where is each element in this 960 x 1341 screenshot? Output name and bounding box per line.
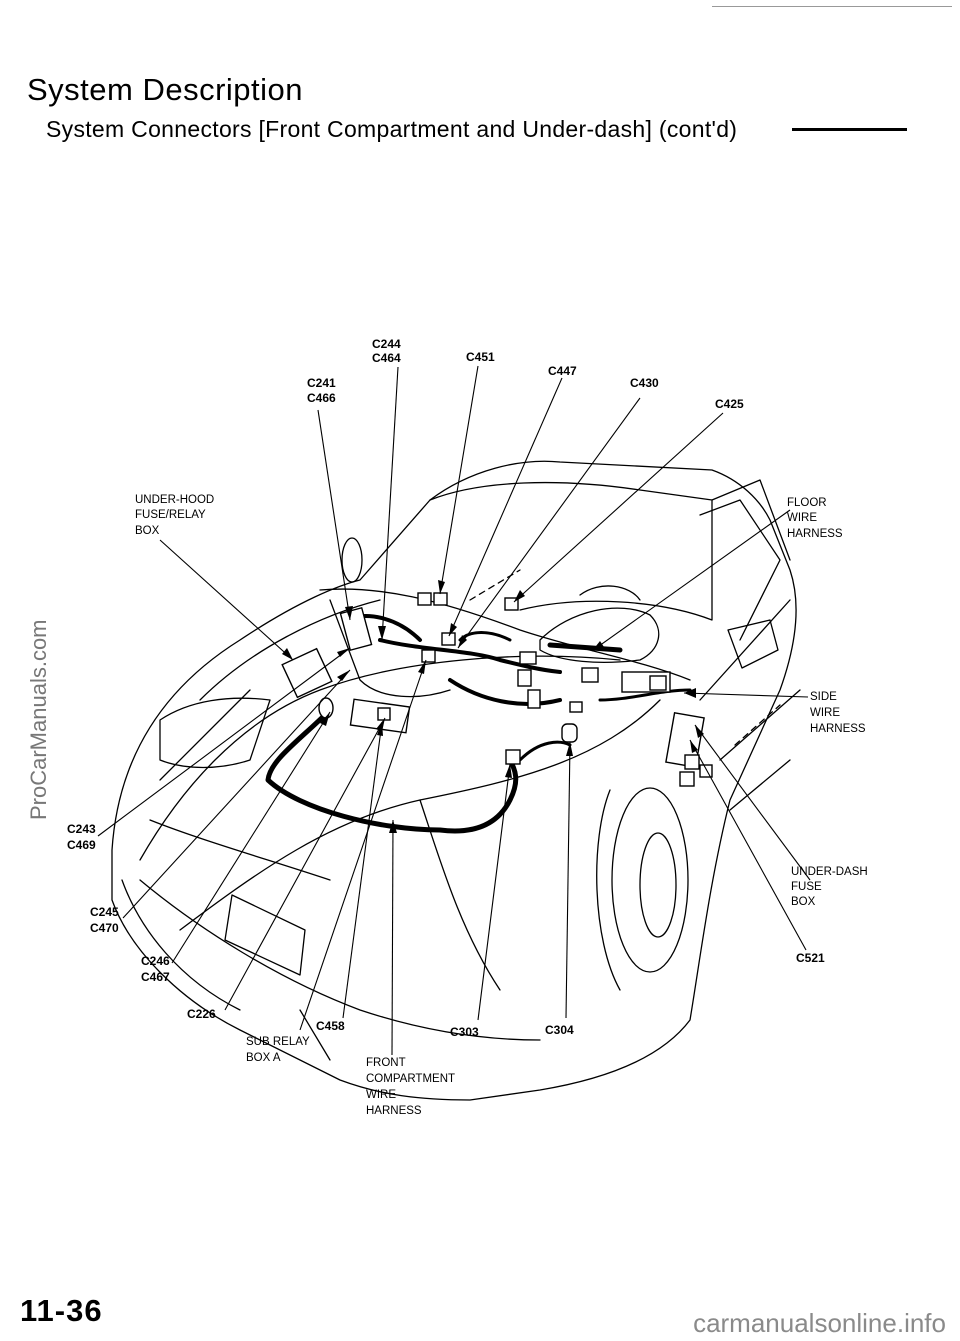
top-edge-rule xyxy=(712,6,952,7)
front-comp-label-line1: FRONT xyxy=(366,1057,406,1069)
connector-c466: C466 xyxy=(307,391,336,405)
connector-c458: C458 xyxy=(316,1019,345,1033)
side-label-line2: WIRE xyxy=(810,707,840,719)
side-label-line1: SIDE xyxy=(810,691,837,703)
front-comp-label-line4: HARNESS xyxy=(366,1105,422,1117)
under-dash-label-line1: UNDER-DASH xyxy=(791,866,868,878)
connector-c243: C243 xyxy=(67,822,96,836)
page-number: 11-36 xyxy=(20,1293,103,1328)
arrowheads xyxy=(282,580,704,833)
page-subtitle: System Connectors [Front Compartment and… xyxy=(46,116,738,142)
connector-c451: C451 xyxy=(466,350,495,364)
under-hood-label-line1: UNDER-HOOD xyxy=(135,494,214,506)
sub-relay-label-line1: SUB RELAY xyxy=(246,1036,310,1048)
connector-c447: C447 xyxy=(548,364,577,378)
connector-c521: C521 xyxy=(796,951,825,965)
watermark-side: ProCarManuals.com xyxy=(26,619,51,820)
sub-relay-label-line2: BOX A xyxy=(246,1052,281,1064)
connector-c245: C245 xyxy=(90,905,119,919)
connector-c470: C470 xyxy=(90,921,119,935)
car-illustration xyxy=(111,460,801,1101)
connector-c430: C430 xyxy=(630,376,659,390)
under-dash-fuse-box xyxy=(665,711,705,769)
under-hood-label-line2: FUSE/RELAY xyxy=(135,509,206,521)
connector-blocks xyxy=(281,592,713,787)
side-label-line3: HARNESS xyxy=(810,723,866,735)
floor-label-line3: HARNESS xyxy=(787,528,843,540)
connector-c226: C226 xyxy=(187,1007,216,1021)
under-hood-fuse-box xyxy=(281,647,333,699)
leader-lines xyxy=(97,365,811,1056)
under-dash-label-line2: FUSE xyxy=(791,881,822,893)
page-title: System Description xyxy=(27,72,304,107)
floor-label-line1: FLOOR xyxy=(787,497,827,509)
connector-c244: C244 xyxy=(372,337,401,351)
connector-c303: C303 xyxy=(450,1025,479,1039)
under-dash-label-line3: BOX xyxy=(791,896,816,908)
watermark-bottom: carmanualsonline.info xyxy=(693,1308,946,1338)
subtitle-rule xyxy=(792,128,907,131)
front-comp-label-line2: COMPARTMENT xyxy=(366,1073,455,1085)
connector-c304: C304 xyxy=(545,1023,574,1037)
floor-label-line2: WIRE xyxy=(787,512,817,524)
under-hood-label-line3: BOX xyxy=(135,525,160,537)
connector-c469: C469 xyxy=(67,838,96,852)
connector-c425: C425 xyxy=(715,397,744,411)
connector-c464: C464 xyxy=(372,351,401,365)
connector-c246: C246 xyxy=(141,954,170,968)
front-comp-label-line3: WIRE xyxy=(366,1089,396,1101)
connector-c467: C467 xyxy=(141,970,170,984)
connector-c241: C241 xyxy=(307,376,336,390)
